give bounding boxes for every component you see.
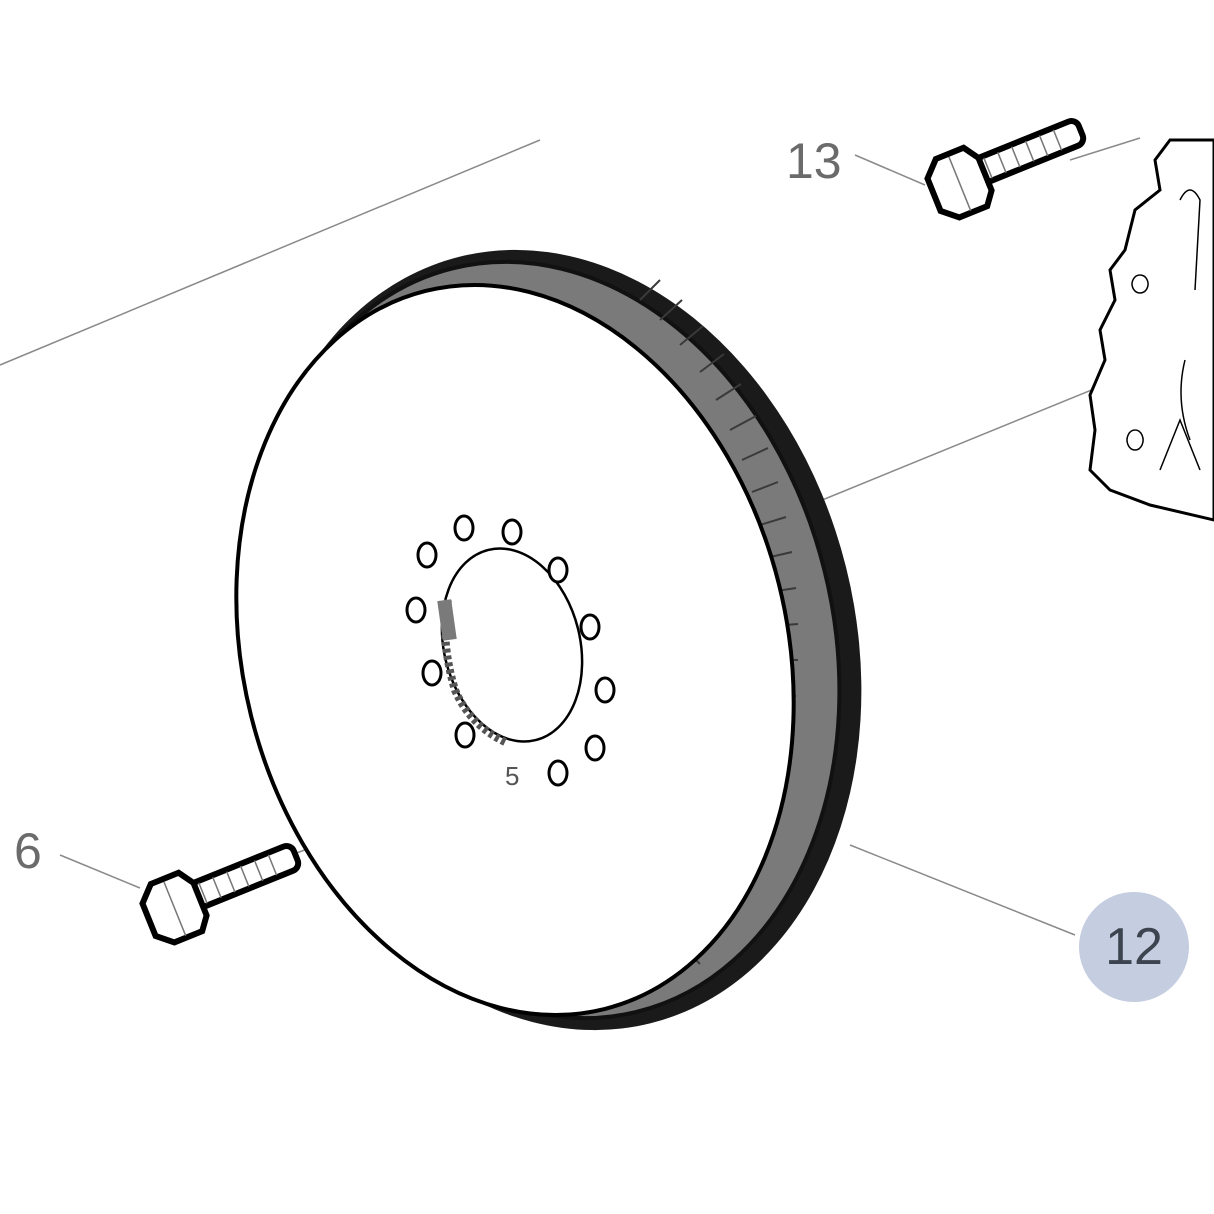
bolt-hole	[594, 676, 616, 704]
leader-12	[849, 844, 1076, 936]
bolt-hole	[453, 514, 475, 542]
bolt-hole	[416, 541, 438, 569]
callout-leaders	[59, 154, 1076, 936]
callout-label-13[interactable]: 13	[786, 133, 842, 189]
leader-13	[854, 154, 926, 186]
bolt-hole	[421, 659, 443, 687]
engine-block-fragment	[1088, 138, 1214, 522]
bolt-hole	[547, 759, 569, 787]
hub-center-bore	[437, 547, 584, 746]
leader-6	[59, 854, 141, 889]
callout-label-6[interactable]: 6	[14, 823, 42, 879]
bolt-hole	[579, 613, 601, 641]
bolt-hole	[454, 721, 476, 749]
bolt-holes	[405, 514, 616, 787]
bolt-hole	[405, 596, 427, 624]
bolt-13	[924, 118, 1087, 221]
bolt-hole	[584, 734, 606, 762]
bolt-6	[139, 843, 302, 946]
bolt-hole	[501, 518, 523, 546]
hole-marker: 5	[505, 761, 519, 791]
callout-badge-12-highlighted[interactable]: 12	[1079, 892, 1189, 1002]
bolt-hole	[547, 556, 569, 584]
